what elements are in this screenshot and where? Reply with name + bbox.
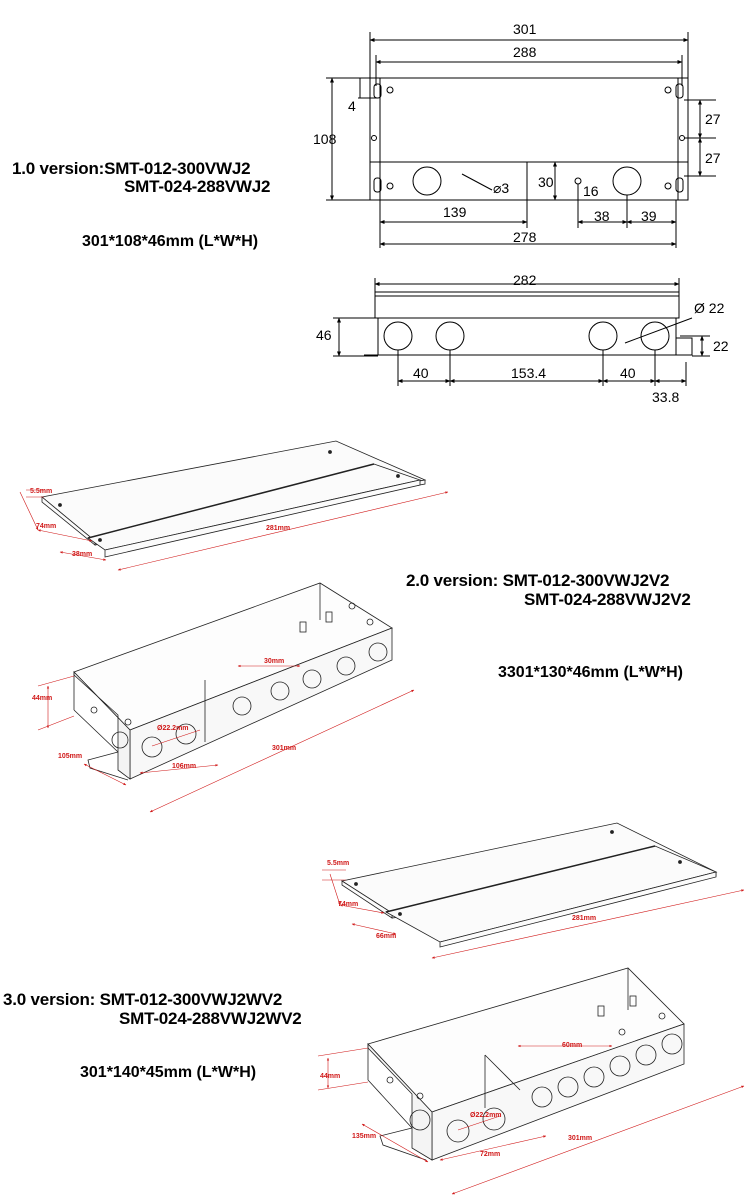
dim-label: 27 [705, 111, 721, 127]
v2-model2: SMT-024-288VWJ2V2 [524, 590, 691, 609]
v3-cover-dims: 5.5mm 74mm 66mm 281mm [327, 860, 596, 940]
v2-title: 2.0 version: [406, 571, 499, 590]
v2-size: 3301*130*46mm (L*W*H) [498, 664, 683, 681]
red-dim-label: 301mm [272, 745, 296, 752]
v2-cover-dim-lines [19, 489, 449, 571]
v3-box-drawing [367, 967, 685, 1161]
red-dim-label: 74mm [36, 523, 56, 530]
dim-label: ⌀3 [493, 180, 509, 196]
v1-title: 1.0 version: [12, 159, 105, 178]
dim-label: 288 [513, 44, 537, 60]
red-dim-label: 135mm [352, 1133, 376, 1140]
v3-title: 3.0 version: [3, 990, 96, 1009]
v2-title-line: 2.0 version: SMT-012-300VWJ2V2 [406, 571, 670, 591]
red-dim-label: 44mm [32, 695, 52, 702]
red-dim-label: 60mm [562, 1042, 582, 1049]
v1-front-view-dims: 282 Ø 22 46 22 40 153.4 40 33.8 [316, 272, 729, 405]
dim-label: 39 [641, 208, 657, 224]
dim-label: 4 [348, 98, 356, 114]
v2-model1: SMT-012-300VWJ2V2 [502, 571, 670, 590]
v3-title-line: 3.0 version: SMT-012-300VWJ2WV2 [3, 990, 283, 1010]
v1-size: 301*108*46mm (L*W*H) [82, 233, 259, 250]
red-dim-label: 281mm [266, 525, 290, 532]
dim-label: 108 [313, 131, 337, 147]
red-dim-label: 38mm [72, 551, 92, 558]
red-dim-label: 106mm [172, 763, 196, 770]
v1-title-line: 1.0 version:SMT-012-300VWJ2 [12, 159, 251, 179]
red-dim-label: 5.5mm [327, 860, 349, 867]
red-dim-label: 72mm [480, 1151, 500, 1158]
red-dim-label: 66mm [376, 933, 396, 940]
red-dim-label: Ø22.2mm [470, 1112, 502, 1119]
dim-label: Ø 22 [694, 300, 725, 316]
red-dim-label: 44mm [320, 1073, 340, 1080]
dim-label: 278 [513, 229, 537, 245]
dim-label: 30 [538, 174, 554, 190]
v1-top-view [326, 32, 716, 248]
v2-box-drawing [73, 582, 393, 781]
dim-label: 301 [513, 21, 537, 37]
v3-cover-dim-lines [322, 869, 745, 959]
v2-box-dim-lines [37, 664, 415, 813]
v2-cover-drawing [41, 440, 427, 558]
red-dim-label: Ø22.2mm [157, 725, 189, 732]
v3-box-dim-lines [317, 1044, 745, 1195]
dim-label: 16 [583, 183, 599, 199]
red-dim-label: 281mm [572, 915, 596, 922]
v2-box-dims: 44mm 30mm Ø22.2mm 105mm 106mm 301mm [32, 658, 296, 770]
red-dim-label: 301mm [568, 1135, 592, 1142]
dim-label: 40 [413, 365, 429, 381]
v3-size: 301*140*45mm (L*W*H) [80, 1064, 257, 1081]
dim-label: 282 [513, 272, 537, 288]
dim-label: 38 [594, 208, 610, 224]
v1-top-view-dims: 301 288 4 108 27 27 30 ⌀3 16 139 38 39 2… [313, 21, 721, 245]
v3-cover-drawing [340, 822, 718, 948]
dim-label: 153.4 [511, 365, 546, 381]
v3-model1: SMT-012-300VWJ2WV2 [99, 990, 283, 1009]
red-dim-label: 5.5mm [30, 488, 52, 495]
dim-label: 139 [443, 204, 467, 220]
v3-model2: SMT-024-288VWJ2WV2 [119, 1009, 302, 1028]
dim-label: 40 [620, 365, 636, 381]
v3-box-dims: 44mm 60mm Ø22.2mm 135mm 72mm 301mm [320, 1042, 592, 1158]
v1-front-view [333, 278, 710, 386]
red-dim-label: 74mm [338, 901, 358, 908]
dim-label: 33.8 [652, 389, 679, 405]
dim-label: 46 [316, 327, 332, 343]
red-dim-label: 30mm [264, 658, 284, 665]
v2-cover-dims: 5.5mm 74mm 38mm 281mm [30, 488, 290, 558]
v1-model1: SMT-012-300VWJ2 [104, 159, 251, 178]
dim-label: 22 [713, 338, 729, 354]
v1-model2: SMT-024-288VWJ2 [124, 177, 271, 196]
red-dim-label: 105mm [58, 753, 82, 760]
dim-label: 27 [705, 150, 721, 166]
